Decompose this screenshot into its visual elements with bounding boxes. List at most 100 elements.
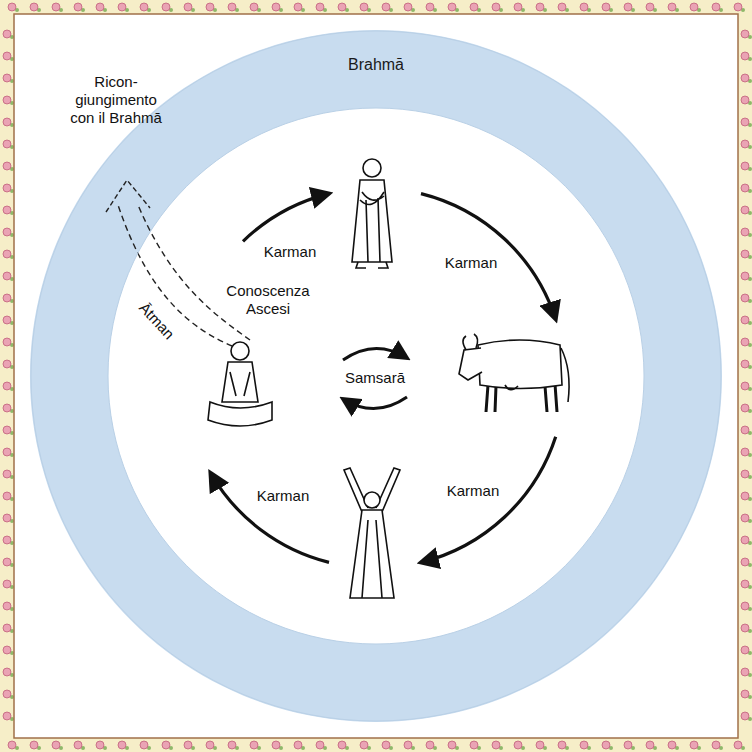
callout-text: Ricon- giungimento con il Brahmā [63, 73, 169, 127]
flower [624, 3, 632, 11]
arms [230, 372, 250, 396]
head [364, 492, 380, 508]
flower [3, 228, 11, 236]
flower [734, 3, 742, 11]
flower [741, 514, 749, 522]
flower [184, 3, 192, 11]
flower [448, 741, 456, 749]
brahma-band-fill [30, 30, 722, 722]
flower [536, 3, 544, 11]
flower [140, 3, 148, 11]
flower [741, 96, 749, 104]
flower [3, 30, 11, 38]
atman-label: Ātman [136, 299, 179, 343]
flower [580, 3, 588, 11]
practice-label: Conoscenza Ascesi [218, 282, 318, 318]
flower [668, 741, 676, 749]
flower [250, 3, 258, 11]
flower [3, 140, 11, 148]
flower [514, 3, 522, 11]
standing-man [352, 159, 392, 268]
karman-label: Karman [257, 487, 310, 505]
flower [96, 741, 104, 749]
flower [118, 741, 126, 749]
flower [3, 624, 11, 632]
flower [741, 602, 749, 610]
flower [3, 668, 11, 676]
flower [3, 426, 11, 434]
flower [741, 338, 749, 346]
flower [492, 3, 500, 11]
flower [294, 3, 302, 11]
flower [741, 184, 749, 192]
crossed-legs [208, 402, 272, 426]
flower [8, 741, 16, 749]
flower [228, 3, 236, 11]
flower [741, 404, 749, 412]
flower-border [3, 3, 752, 750]
flower [741, 272, 749, 280]
flower [734, 741, 742, 749]
flower [30, 3, 38, 11]
atman-arrowhead [106, 180, 150, 212]
flower [712, 741, 720, 749]
flower [404, 741, 412, 749]
band-edge [108, 108, 644, 644]
flower [690, 3, 698, 11]
flower [3, 404, 11, 412]
flower [741, 712, 749, 720]
flower [74, 3, 82, 11]
robe-folds [362, 520, 382, 598]
atman-line [118, 205, 232, 346]
flower [338, 3, 346, 11]
flower [96, 3, 104, 11]
flower [3, 96, 11, 104]
flower [741, 316, 749, 324]
flower [741, 74, 749, 82]
flower [602, 3, 610, 11]
cow [459, 334, 569, 412]
karman-arrow [243, 194, 329, 242]
flower [536, 741, 544, 749]
robe [350, 510, 394, 598]
flower [741, 118, 749, 126]
cow-head [459, 348, 482, 380]
flower [741, 646, 749, 654]
flower [741, 382, 749, 390]
band-edge [31, 31, 721, 721]
flower [3, 514, 11, 522]
meditating-figure [208, 342, 272, 426]
flower [3, 470, 11, 478]
flower [3, 558, 11, 566]
praying-woman [344, 468, 400, 598]
flower [3, 646, 11, 654]
flower [646, 741, 654, 749]
karman-arrow [421, 194, 556, 320]
flower [741, 52, 749, 60]
flower [30, 741, 38, 749]
flower [382, 741, 390, 749]
flower [426, 3, 434, 11]
flower [118, 3, 126, 11]
flower [470, 3, 478, 11]
flower [3, 118, 11, 126]
flower [741, 580, 749, 588]
flower [316, 741, 324, 749]
flower [3, 712, 11, 720]
flower [3, 690, 11, 698]
flower [52, 741, 60, 749]
flower [741, 294, 749, 302]
flower [741, 558, 749, 566]
flower [3, 536, 11, 544]
flower [52, 3, 60, 11]
atman-path [106, 180, 250, 346]
flower [668, 3, 676, 11]
cycle-arrow [343, 397, 407, 409]
flower [602, 741, 610, 749]
flower [3, 382, 11, 390]
flower [741, 448, 749, 456]
tail [561, 348, 569, 402]
flower [74, 741, 82, 749]
flower [250, 741, 258, 749]
